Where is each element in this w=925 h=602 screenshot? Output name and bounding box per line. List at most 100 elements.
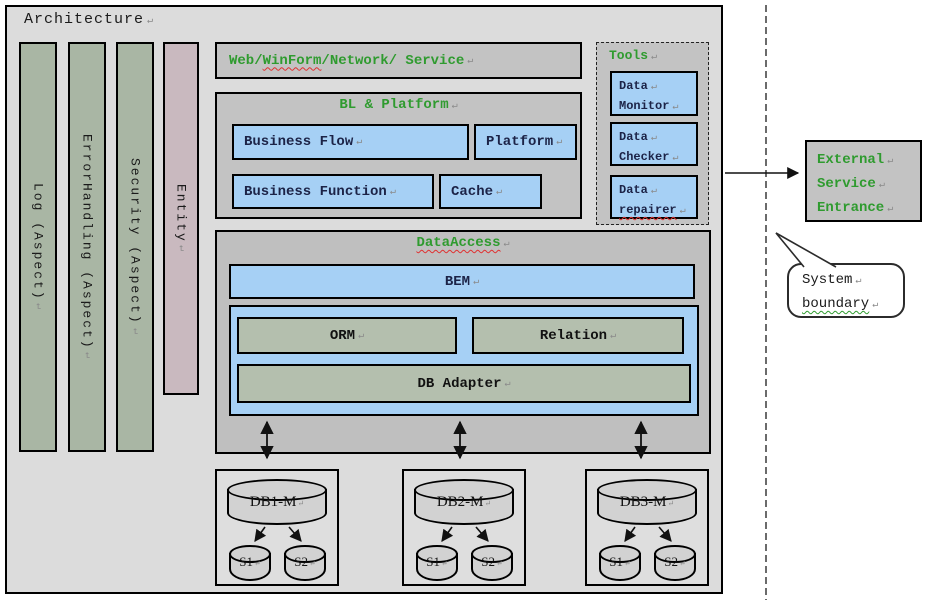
return-mark-icon: ↵ [887, 156, 894, 167]
return-mark-icon: ↵ [147, 16, 155, 27]
return-mark-icon: ↵ [309, 559, 316, 568]
data-repairer-line2: repairer [619, 203, 677, 217]
db1-slave1-label: S1 [239, 554, 254, 569]
return-mark-icon: ↵ [855, 276, 862, 287]
log-aspect-label: Log (Aspect) [30, 182, 46, 301]
external-service-entrance-box: External↵ Service↵ Entrance↵ [805, 140, 922, 222]
db2-group: DB2-M↵ S1↵ S2↵ [402, 469, 526, 586]
return-mark-icon: ↵ [484, 499, 492, 508]
return-mark-icon: ↵ [679, 559, 686, 568]
return-mark-icon: ↵ [667, 499, 675, 508]
business-function-box: Business Function↵ [232, 174, 434, 209]
return-mark-icon: ↵ [624, 559, 631, 568]
db2-slave1-label: S1 [426, 554, 441, 569]
return-mark-icon: ↵ [872, 300, 879, 311]
external-line2: Service [817, 176, 876, 192]
db1-group: DB1-M↵ S1↵ S2↵ [215, 469, 339, 586]
return-mark-icon: ↵ [254, 559, 261, 568]
tools-title: Tools↵ [609, 48, 657, 63]
callout-pointer [775, 232, 837, 268]
return-mark-icon: ↵ [556, 137, 563, 148]
return-mark-icon: ↵ [81, 352, 93, 361]
return-mark-icon: ↵ [496, 186, 503, 198]
log-aspect-bar: Log (Aspect) ↵ [19, 42, 57, 452]
db1-replication-arrows [254, 526, 302, 542]
db3-slave1-label: S1 [609, 554, 624, 569]
return-mark-icon: ↵ [679, 206, 686, 217]
return-mark-icon: ↵ [175, 245, 187, 254]
db3-master-cylinder: DB3-M↵ [597, 479, 697, 525]
db1-slave2-label: S2 [294, 554, 309, 569]
errorhandling-aspect-bar: ErrorHandling (Aspect) ↵ [68, 42, 106, 452]
return-mark-icon: ↵ [32, 303, 44, 312]
bl-platform-label: BL & Platform [339, 97, 449, 113]
return-mark-icon: ↵ [672, 153, 679, 164]
db1-slave2-cylinder: S2↵ [284, 545, 326, 581]
web-bar-post: /Network/ Service [321, 52, 465, 69]
return-mark-icon: ↵ [650, 82, 657, 93]
web-bar-pre: Web/ [229, 52, 263, 69]
return-mark-icon: ↵ [297, 499, 305, 508]
db3-slave1-cylinder: S1↵ [599, 545, 641, 581]
orm-box: ORM↵ [237, 317, 457, 354]
data-monitor-line2: Monitor [619, 99, 670, 113]
data-checker-line1: Data [619, 130, 648, 144]
return-mark-icon: ↵ [650, 133, 657, 144]
external-line3: Entrance [817, 200, 885, 216]
system-boundary-line2: boundary [802, 296, 870, 312]
business-function-label: Business Function [244, 183, 387, 200]
relation-box: Relation↵ [472, 317, 684, 354]
web-bar-label: Web/WinForm/Network/ Service [229, 53, 464, 69]
business-flow-box: Business Flow↵ [232, 124, 469, 160]
architecture-box: Architecture↵ Log (Aspect)↵ ErrorHandlin… [5, 5, 723, 594]
db1-master-cylinder: DB1-M↵ [227, 479, 327, 525]
page-title: Architecture↵ [24, 11, 154, 28]
return-mark-icon: ↵ [389, 186, 396, 198]
return-mark-icon: ↵ [504, 378, 511, 390]
return-mark-icon: ↵ [358, 330, 365, 342]
db-adapter-label: DB Adapter [417, 375, 502, 392]
db3-slave2-label: S2 [664, 554, 679, 569]
db3-replication-arrows [624, 526, 672, 542]
db2-replication-arrows [441, 526, 489, 542]
data-checker-box: Data↵ Checker↵ [610, 122, 698, 166]
dataaccess-title: DataAccess↵ [217, 235, 709, 251]
return-mark-icon: ↵ [496, 559, 503, 568]
return-mark-icon: ↵ [610, 330, 617, 342]
db2-master-cylinder: DB2-M↵ [414, 479, 514, 525]
return-mark-icon: ↵ [503, 239, 510, 250]
db2-slave1-cylinder: S1↵ [416, 545, 458, 581]
security-aspect-bar: Security (Aspect) ↵ [116, 42, 154, 452]
db1-slave1-cylinder: S1↵ [229, 545, 271, 581]
dataaccess-box: DataAccess↵ BEM↵ ORM↵ Relation↵ DB Adapt… [215, 230, 711, 454]
db3-master-label: DB3-M [619, 494, 667, 510]
architecture-label: Architecture [24, 11, 145, 28]
db2-master-label: DB2-M [436, 494, 484, 510]
relation-label: Relation [539, 327, 608, 344]
web-bar-winform: WinForm [262, 52, 322, 69]
bl-platform-box: BL & Platform↵ Business Flow↵ Platform↵ … [215, 92, 582, 219]
return-mark-icon: ↵ [650, 186, 657, 197]
return-mark-icon: ↵ [878, 180, 885, 191]
data-monitor-box: Data↵ Monitor↵ [610, 71, 698, 116]
bl-platform-title: BL & Platform↵ [217, 97, 580, 113]
dataaccess-inner-container: ORM↵ Relation↵ DB Adapter↵ [229, 305, 699, 416]
orm-label: ORM [329, 327, 356, 344]
cache-box: Cache↵ [439, 174, 542, 209]
db2-slave2-label: S2 [481, 554, 496, 569]
return-mark-icon: ↵ [129, 327, 141, 336]
security-aspect-label: Security (Aspect) [127, 158, 143, 325]
errorhandling-aspect-label: ErrorHandling (Aspect) [79, 133, 95, 350]
return-mark-icon: ↵ [651, 52, 658, 63]
data-checker-line2: Checker [619, 150, 670, 164]
bem-box: BEM↵ [229, 264, 695, 299]
data-repairer-box: Data↵ repairer↵ [610, 175, 698, 219]
bem-label: BEM [444, 273, 471, 290]
db-adapter-box: DB Adapter↵ [237, 364, 691, 403]
return-mark-icon: ↵ [356, 137, 363, 148]
db3-group: DB3-M↵ S1↵ S2↵ [585, 469, 709, 586]
return-mark-icon: ↵ [441, 559, 448, 568]
data-monitor-line1: Data [619, 79, 648, 93]
platform-box: Platform↵ [474, 124, 577, 160]
